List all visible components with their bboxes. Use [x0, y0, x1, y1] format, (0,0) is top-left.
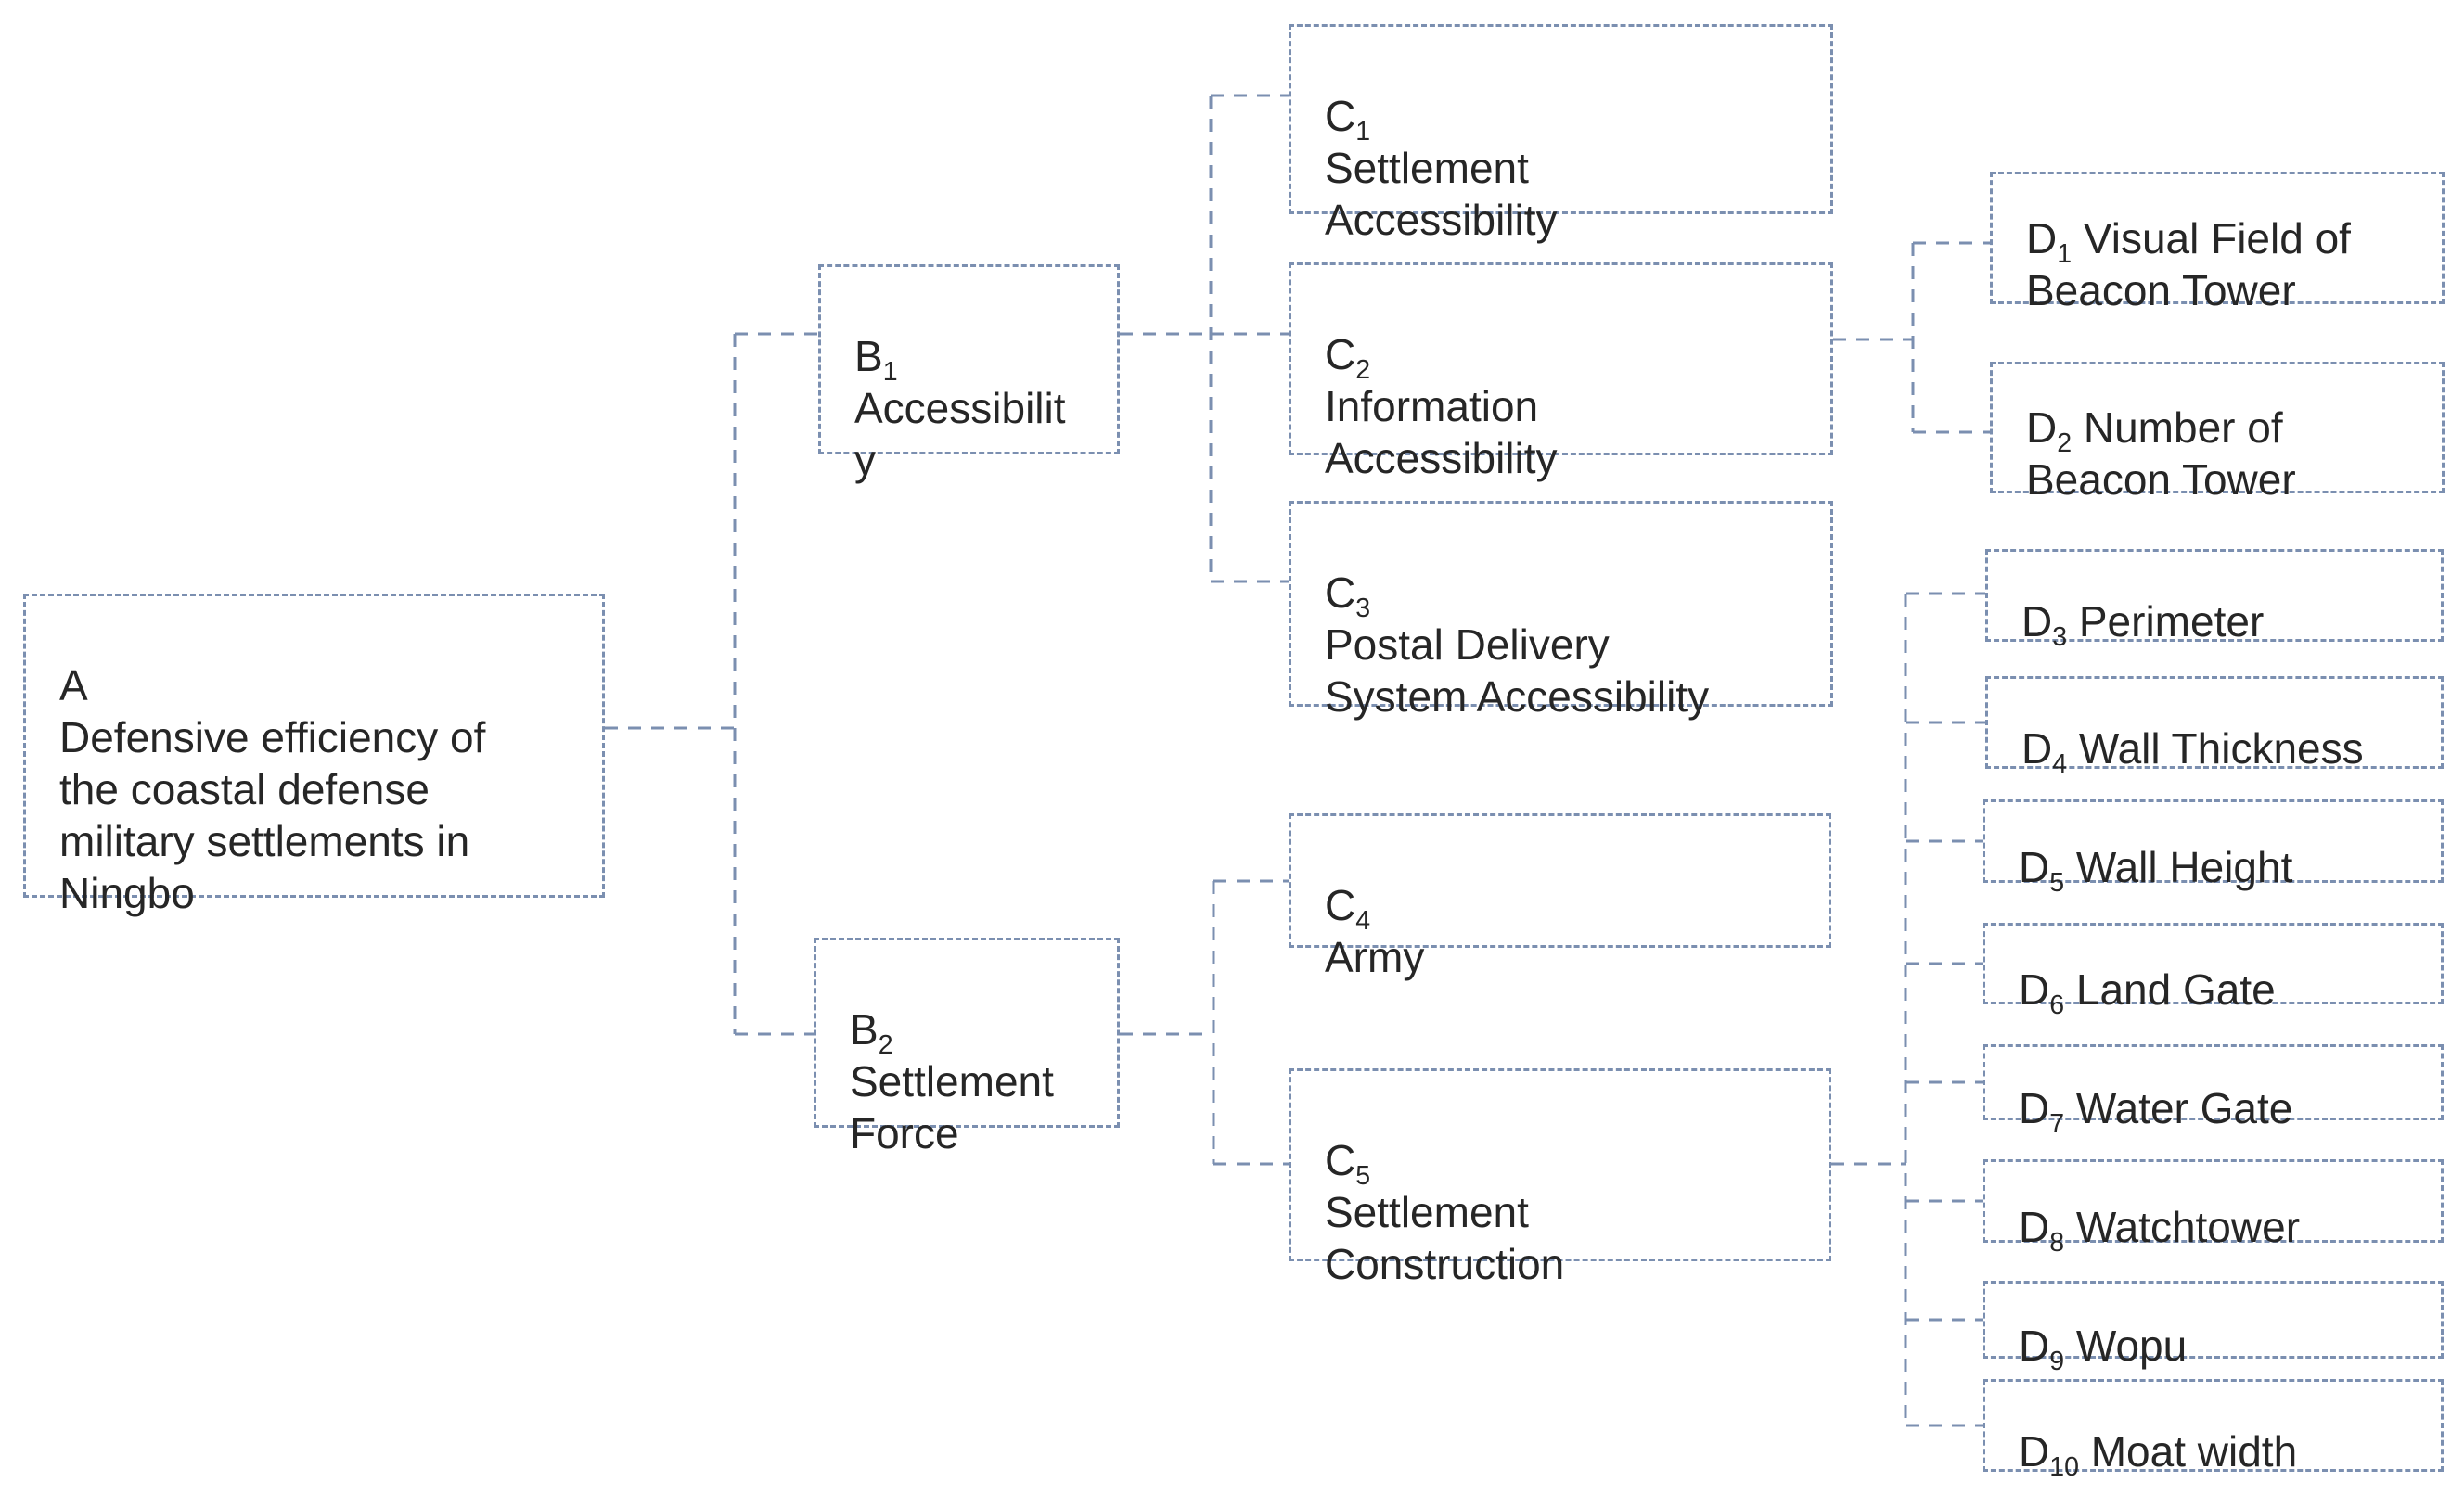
node-d10-label: Moat width — [2090, 1427, 2298, 1476]
node-b2-id: B2 — [850, 1005, 893, 1061]
node-d3-label: Perimeter — [2078, 597, 2265, 645]
node-d2-id: D2 — [2026, 403, 2073, 459]
node-d8: D8 Watchtower — [1983, 1159, 2444, 1256]
node-d4-label: Wall Thickness — [2078, 724, 2364, 773]
node-d5-id: D5 — [2019, 843, 2065, 899]
node-d3: D3 Perimeter — [1985, 549, 2444, 653]
node-c4-id: C4 — [1325, 881, 1371, 937]
node-c2-label: Information Accessibility — [1325, 382, 1558, 482]
node-a-id: A — [59, 661, 88, 709]
node-d4: D4 Wall Thickness — [1985, 676, 2444, 777]
node-d9-label: Wopu — [2075, 1322, 2188, 1370]
node-b1-id: B1 — [854, 332, 898, 388]
node-d2-label: Number of Beacon Tower — [2026, 403, 2296, 504]
node-d7-label: Water Gate — [2075, 1084, 2293, 1132]
node-d6-id: D6 — [2019, 965, 2065, 1021]
node-d8-label: Watchtower — [2075, 1203, 2301, 1251]
node-d1-id: D1 — [2026, 213, 2073, 269]
node-c1-id: C1 — [1325, 92, 1371, 147]
node-d7: D7 Water Gate — [1983, 1044, 2444, 1137]
node-c1-label: Settlement Accessibility — [1325, 144, 1558, 244]
node-d6: D6 Land Gate — [1983, 923, 2444, 1018]
node-b1-label: Accessibilit y — [854, 384, 1066, 484]
node-b2-label: Settlement Force — [850, 1057, 1054, 1157]
node-d4-id: D4 — [2021, 724, 2068, 780]
node-d2: D2 Number of Beacon Tower — [1990, 362, 2445, 504]
node-d9: D9 Wopu — [1983, 1281, 2444, 1374]
node-c3-label: Postal Delivery System Accessibility — [1325, 620, 1710, 721]
node-c3-id: C3 — [1325, 569, 1371, 624]
node-d10: D10 Moat width — [1983, 1379, 2444, 1480]
node-d1-label: Visual Field of Beacon Tower — [2026, 213, 2351, 314]
node-c2-id: C2 — [1325, 330, 1371, 386]
node-d3-id: D3 — [2021, 597, 2068, 653]
node-c4-label: Army — [1325, 933, 1425, 981]
node-c5-label: Settlement Construction — [1325, 1188, 1565, 1288]
node-d9-id: D9 — [2019, 1322, 2065, 1377]
node-d8-id: D8 — [2019, 1203, 2065, 1259]
node-a-label: Defensive efficiency of the coastal defe… — [59, 713, 486, 917]
node-c5-id: C5 — [1325, 1136, 1371, 1192]
node-d7-id: D7 — [2019, 1084, 2065, 1140]
node-d5-label: Wall Height — [2075, 843, 2293, 891]
node-d5: D5 Wall Height — [1983, 799, 2444, 896]
node-d6-label: Land Gate — [2075, 965, 2276, 1014]
node-d1: D1 Visual Field of Beacon Tower — [1990, 172, 2445, 314]
node-d10-id: D10 — [2019, 1427, 2079, 1483]
